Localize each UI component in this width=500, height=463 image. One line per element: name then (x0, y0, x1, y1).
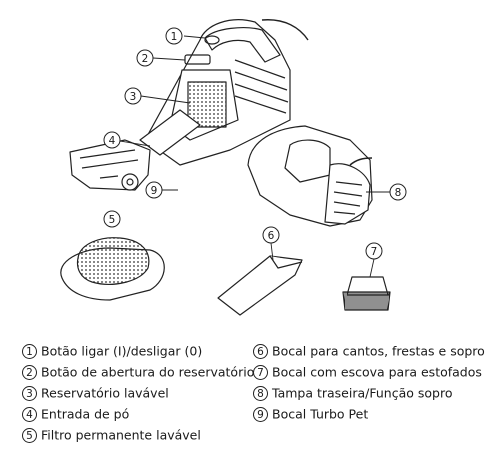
legend-number: 5 (22, 428, 37, 443)
legend-number: 3 (22, 386, 37, 401)
legend-label: Filtro permanente lavável (41, 427, 201, 443)
legend-label: Botão de abertura do reservatório (41, 364, 255, 380)
svg-text:6: 6 (268, 230, 275, 242)
legend-item-9: 9 Bocal Turbo Pet (253, 406, 368, 423)
legend-number: 7 (253, 365, 268, 380)
legend-label: Bocal Turbo Pet (272, 406, 369, 422)
legend-number: 6 (253, 344, 268, 359)
legend-label: Botão ligar (I)/desligar (0) (41, 343, 203, 359)
callout-5: 5 (103, 210, 121, 228)
legend-item-1: 1 Botão ligar (I)/desligar (0) (22, 343, 202, 360)
legend-number: 4 (22, 407, 37, 422)
callout-8: 8 (389, 183, 407, 201)
legend-label: Bocal com escova para estofados (272, 364, 482, 380)
rear-cap-illustration (247, 125, 373, 227)
callout-markers: 1 2 3 4 5 6 7 8 9 (103, 27, 407, 260)
callout-3: 3 (124, 87, 142, 105)
svg-text:9: 9 (151, 185, 158, 197)
legend-label: Tampa traseira/Função sopro (272, 385, 453, 401)
legend-number: 1 (22, 344, 37, 359)
svg-text:2: 2 (142, 53, 149, 65)
legend-number: 8 (253, 386, 268, 401)
svg-text:8: 8 (395, 187, 402, 199)
upholstery-brush-illustration (342, 276, 391, 311)
legend-item-7: 7 Bocal com escova para estofados (253, 364, 482, 381)
legend-item-2: 2 Botão de abertura do reservatório (22, 364, 254, 381)
callout-6: 6 (262, 226, 280, 244)
legend-label: Reservatório lavável (41, 385, 169, 401)
svg-text:7: 7 (371, 246, 378, 258)
legend-label: Entrada de pó (41, 406, 130, 422)
legend-label: Bocal para cantos, frestas e sopro (272, 343, 485, 359)
svg-text:4: 4 (109, 135, 116, 147)
svg-text:3: 3 (130, 91, 137, 103)
svg-text:5: 5 (109, 214, 116, 226)
svg-text:1: 1 (171, 31, 178, 43)
legend-item-4: 4 Entrada de pó (22, 406, 129, 423)
callout-9: 9 (145, 181, 163, 199)
handheld-vacuum-illustration (69, 19, 309, 191)
crevice-nozzle-illustration (217, 255, 303, 316)
legend-item-3: 3 Reservatório lavável (22, 385, 169, 402)
washable-filter-illustration (60, 237, 165, 301)
legend-item-8: 8 Tampa traseira/Função sopro (253, 385, 452, 402)
callout-1: 1 (165, 27, 183, 45)
legend-item-6: 6 Bocal para cantos, frestas e sopro (253, 343, 485, 360)
callout-4: 4 (103, 131, 121, 149)
legend-number: 9 (253, 407, 268, 422)
callout-7: 7 (365, 242, 383, 260)
vacuum-parts-diagram: 1 2 3 4 5 6 7 8 9 (60, 19, 407, 316)
callout-2: 2 (136, 49, 154, 67)
legend-item-5: 5 Filtro permanente lavável (22, 427, 201, 444)
legend-number: 2 (22, 365, 37, 380)
